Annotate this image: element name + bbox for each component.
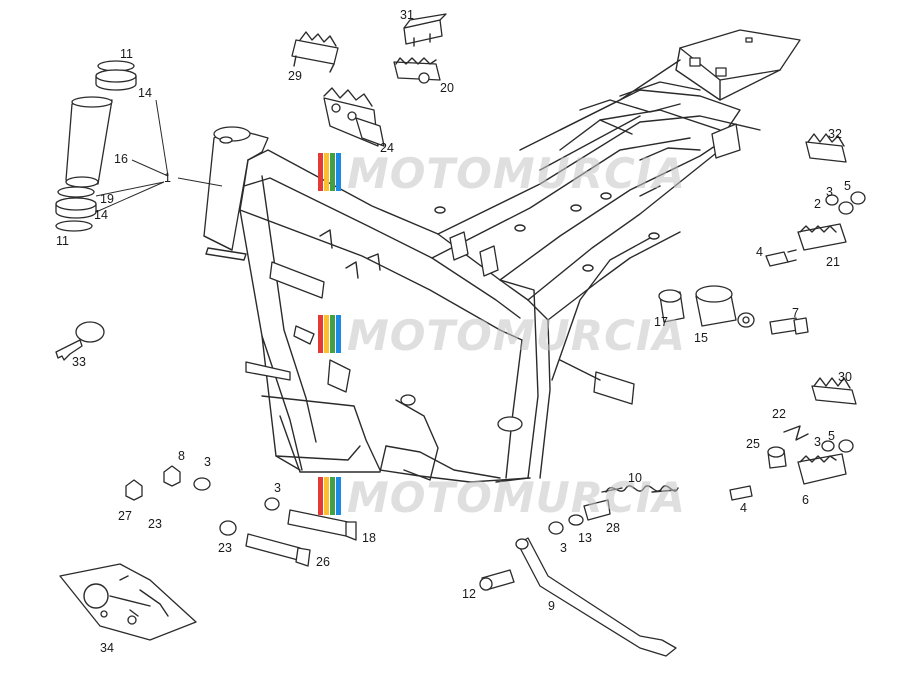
callout-5: 5 bbox=[844, 179, 851, 193]
callout-25: 25 bbox=[746, 437, 760, 451]
watermark-text: MOTOMURCIA bbox=[347, 149, 686, 198]
callout-30: 30 bbox=[838, 370, 852, 384]
callout-14: 14 bbox=[94, 208, 108, 222]
callout-18: 18 bbox=[362, 531, 376, 545]
leader-lines bbox=[95, 99, 223, 213]
callout-3: 3 bbox=[814, 435, 821, 449]
callout-3: 3 bbox=[826, 185, 833, 199]
callout-15: 15 bbox=[694, 331, 708, 345]
spring-10 bbox=[601, 485, 679, 493]
callout-9: 9 bbox=[548, 599, 555, 613]
callout-27: 27 bbox=[118, 509, 132, 523]
footrest-21-assembly bbox=[765, 191, 866, 267]
key-33 bbox=[55, 321, 105, 361]
footrest-rubber-32 bbox=[805, 133, 847, 163]
callout-21: 21 bbox=[826, 255, 840, 269]
watermark-bottom: MOTOMURCIA bbox=[318, 473, 686, 522]
footrest-rubber-29 bbox=[291, 31, 339, 73]
callout-14: 14 bbox=[138, 86, 152, 100]
callout-8: 8 bbox=[178, 449, 185, 463]
callout-11: 11 bbox=[56, 234, 69, 248]
callout-29: 29 bbox=[288, 69, 302, 83]
callout-3: 3 bbox=[204, 455, 211, 469]
callout-3: 3 bbox=[274, 481, 281, 495]
footrest-24 bbox=[323, 87, 385, 147]
callout-28: 28 bbox=[606, 521, 620, 535]
callout-3: 3 bbox=[560, 541, 567, 555]
callout-32: 32 bbox=[828, 127, 842, 141]
callout-20: 20 bbox=[440, 81, 454, 95]
watermark-middle: MOTOMURCIA bbox=[318, 311, 686, 360]
callout-26: 26 bbox=[316, 555, 330, 569]
callout-7: 7 bbox=[792, 306, 799, 320]
callout-labels: 1 11 14 16 19 14 11 29 31 20 24 32 2 3 5… bbox=[56, 8, 852, 655]
callout-31: 31 bbox=[400, 8, 414, 22]
callout-2: 2 bbox=[814, 197, 821, 211]
callout-16: 16 bbox=[114, 152, 128, 166]
callout-19: 19 bbox=[100, 192, 114, 206]
callout-4: 4 bbox=[756, 245, 763, 259]
callout-23: 23 bbox=[218, 541, 232, 555]
callout-12: 12 bbox=[462, 587, 476, 601]
tool-kit-34 bbox=[59, 563, 197, 641]
steering-bearing-set bbox=[55, 60, 137, 232]
callout-23: 23 bbox=[148, 517, 162, 531]
bolts-and-nuts-left bbox=[125, 465, 357, 567]
footrest-6-assembly bbox=[729, 425, 854, 501]
spring-bracket-28 bbox=[548, 499, 611, 535]
callout-13: 13 bbox=[578, 531, 592, 545]
callout-5: 5 bbox=[828, 429, 835, 443]
callout-1: 1 bbox=[164, 171, 171, 185]
callout-4: 4 bbox=[740, 501, 747, 515]
footrest-20 bbox=[393, 57, 441, 84]
callout-24: 24 bbox=[380, 141, 394, 155]
callout-6: 6 bbox=[802, 493, 809, 507]
callout-34: 34 bbox=[100, 641, 114, 655]
watermark-top: MOTOMURCIA bbox=[318, 149, 686, 198]
watermark-text: MOTOMURCIA bbox=[347, 473, 686, 522]
callout-33: 33 bbox=[72, 355, 86, 369]
main-frame bbox=[203, 29, 801, 483]
callout-17: 17 bbox=[654, 315, 668, 329]
footrest-rubber-30 bbox=[811, 377, 857, 405]
side-stand-9 bbox=[479, 537, 677, 657]
callout-10: 10 bbox=[628, 471, 642, 485]
callout-11: 11 bbox=[120, 47, 133, 61]
callout-22: 22 bbox=[772, 407, 786, 421]
footrest-cover-31 bbox=[403, 13, 447, 47]
watermark-text: MOTOMURCIA bbox=[347, 311, 686, 360]
pivot-bushing-set bbox=[658, 285, 809, 335]
